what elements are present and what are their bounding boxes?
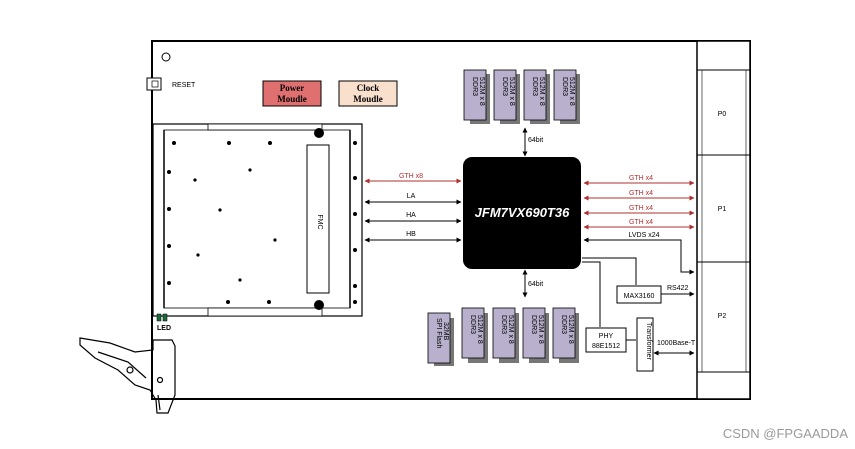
fpga-to-max-line — [582, 257, 637, 285]
mounting-hole — [161, 52, 171, 62]
fmc-label: FMC — [316, 214, 323, 229]
front-panel-lever — [79, 337, 176, 414]
led-2 — [162, 313, 168, 322]
svg-text:DDR3: DDR3 — [471, 77, 478, 96]
transformer-label: Transformer — [645, 322, 652, 361]
lvds-link — [583, 237, 695, 275]
watermark: CSDN @FPGAADDA — [722, 426, 848, 441]
svg-text:512M x 8: 512M x 8 — [478, 77, 485, 106]
connector-p0-label: P0 — [718, 111, 727, 118]
svg-text:DDR3: DDR3 — [560, 315, 567, 334]
ddr3-chip-top-1: DDR3 512M x 8 — [463, 69, 490, 124]
p1-gth-label-3: GTH x4 — [629, 205, 653, 212]
ddr3-chip-bottom-3: DDR3 512M x 8 — [522, 307, 549, 363]
led-1 — [156, 313, 162, 322]
svg-text:512M x 8: 512M x 8 — [476, 315, 483, 344]
ddr3-chip-top-2: DDR3 512M x 8 — [493, 69, 520, 124]
svg-text:512M x 8: 512M x 8 — [508, 77, 515, 106]
clock-module-label-2: Moudle — [353, 94, 383, 104]
connector-p2-label: P2 — [718, 313, 727, 320]
power-module-box — [262, 80, 322, 107]
svg-text:512M x 8: 512M x 8 — [538, 77, 545, 106]
reset-label: RESET — [172, 82, 196, 89]
reset-button — [146, 77, 162, 91]
p1-gth-label-2: GTH x4 — [629, 190, 653, 197]
bottom-bus-label: 64bit — [528, 281, 543, 288]
phy-box — [585, 327, 627, 353]
lvds-label: LVDS x24 — [629, 232, 660, 239]
clock-module-box — [338, 80, 398, 107]
fpga-to-phy-line — [582, 261, 601, 327]
svg-text:32MB: 32MB — [442, 322, 449, 341]
phy-label: PHY — [599, 333, 614, 340]
svg-text:DDR3: DDR3 — [501, 77, 508, 96]
phy-part-label: 88E1512 — [592, 343, 620, 350]
ddr3-chip-top-3: DDR3 512M x 8 — [523, 69, 550, 124]
fmc-connector — [306, 144, 330, 294]
fmc-card — [152, 123, 363, 317]
svg-text:DDR3: DDR3 — [561, 77, 568, 96]
ddr3-chip-top-4: DDR3 512M x 8 — [553, 69, 580, 124]
ddr3-chip-bottom-1: DDR3 512M x 8 — [461, 307, 488, 363]
fmc-gth-label: GTH x8 — [399, 173, 423, 180]
fmc-standoff — [314, 300, 324, 310]
svg-text:512M x 8: 512M x 8 — [568, 77, 575, 106]
svg-text:512M x 8: 512M x 8 — [567, 315, 574, 344]
top-bus-label: 64bit — [528, 137, 543, 144]
power-module-label-1: Power — [280, 83, 305, 93]
led-label: LED — [157, 325, 171, 332]
fpga-label: JFM7VX690T36 — [475, 205, 570, 220]
svg-text:DDR3: DDR3 — [531, 77, 538, 96]
fpga-chip — [463, 157, 581, 269]
p1-gth-label-1: GTH x4 — [629, 175, 653, 182]
svg-text:DDR3: DDR3 — [469, 315, 476, 334]
ddr3-chip-bottom-2: DDR3 512M x 8 — [492, 307, 519, 363]
fmc-ha-label: HA — [406, 212, 416, 219]
connector-column — [696, 40, 751, 400]
p1-gth-label-4: GTH x4 — [629, 219, 653, 226]
spi-flash-chip: SPI Flash 32MB — [427, 312, 454, 366]
fmc-screw-dots — [167, 141, 357, 304]
fmc-la-label: LA — [407, 193, 416, 200]
transformer-box — [636, 317, 654, 372]
clock-module-label-1: Clock — [357, 83, 380, 93]
ddr3-chip-bottom-4: DDR3 512M x 8 — [552, 307, 579, 363]
svg-text:512M x 8: 512M x 8 — [537, 315, 544, 344]
svg-text:512M x 8: 512M x 8 — [507, 315, 514, 344]
svg-text:DDR3: DDR3 — [500, 315, 507, 334]
ethernet-label: 1000Base-T — [657, 340, 696, 347]
power-module-label-2: Moudle — [277, 94, 307, 104]
fmc-standoff — [314, 128, 324, 138]
fmc-hb-label: HB — [406, 231, 416, 238]
rs422-label: RS422 — [667, 285, 689, 292]
max3160-label: MAX3160 — [624, 293, 655, 300]
svg-text:SPI Flash: SPI Flash — [435, 318, 442, 348]
connector-p1-label: P1 — [718, 206, 727, 213]
svg-text:DDR3: DDR3 — [530, 315, 537, 334]
